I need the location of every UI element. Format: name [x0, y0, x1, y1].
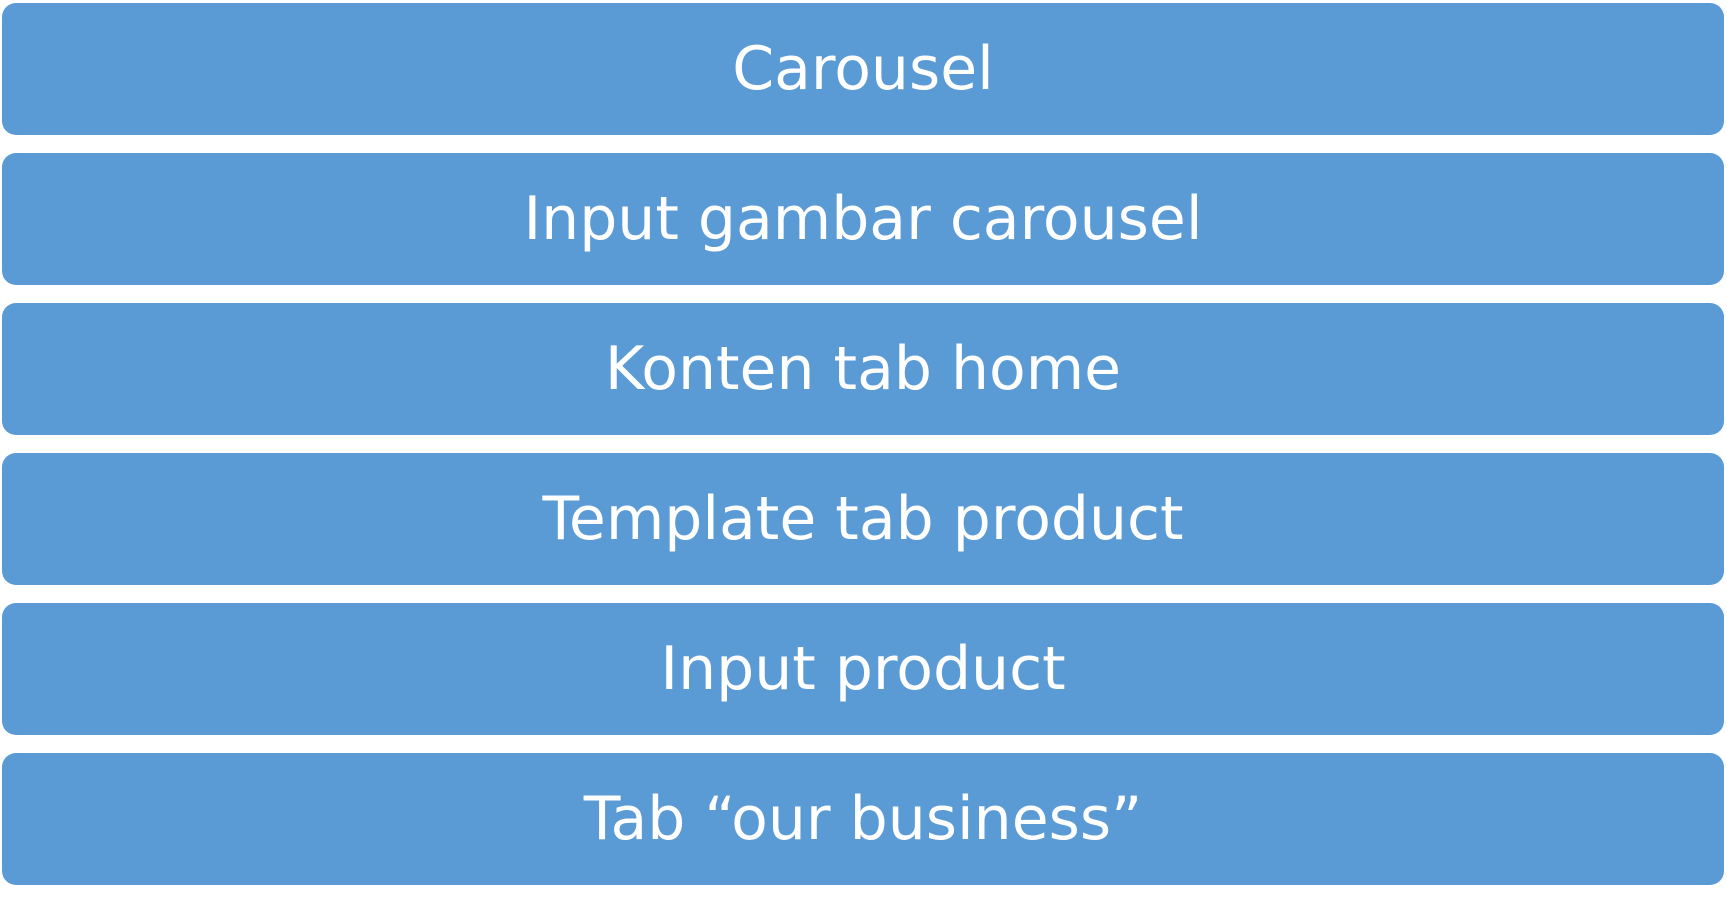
block-tab-our-business: Tab “our business”	[2, 753, 1724, 885]
block-konten-tab-home: Konten tab home	[2, 303, 1724, 435]
block-input-product: Input product	[2, 603, 1724, 735]
block-carousel: Carousel	[2, 3, 1724, 135]
block-template-tab-product: Template tab product	[2, 453, 1724, 585]
block-input-gambar-carousel: Input gambar carousel	[2, 153, 1724, 285]
block-stack: Carousel Input gambar carousel Konten ta…	[2, 3, 1724, 885]
